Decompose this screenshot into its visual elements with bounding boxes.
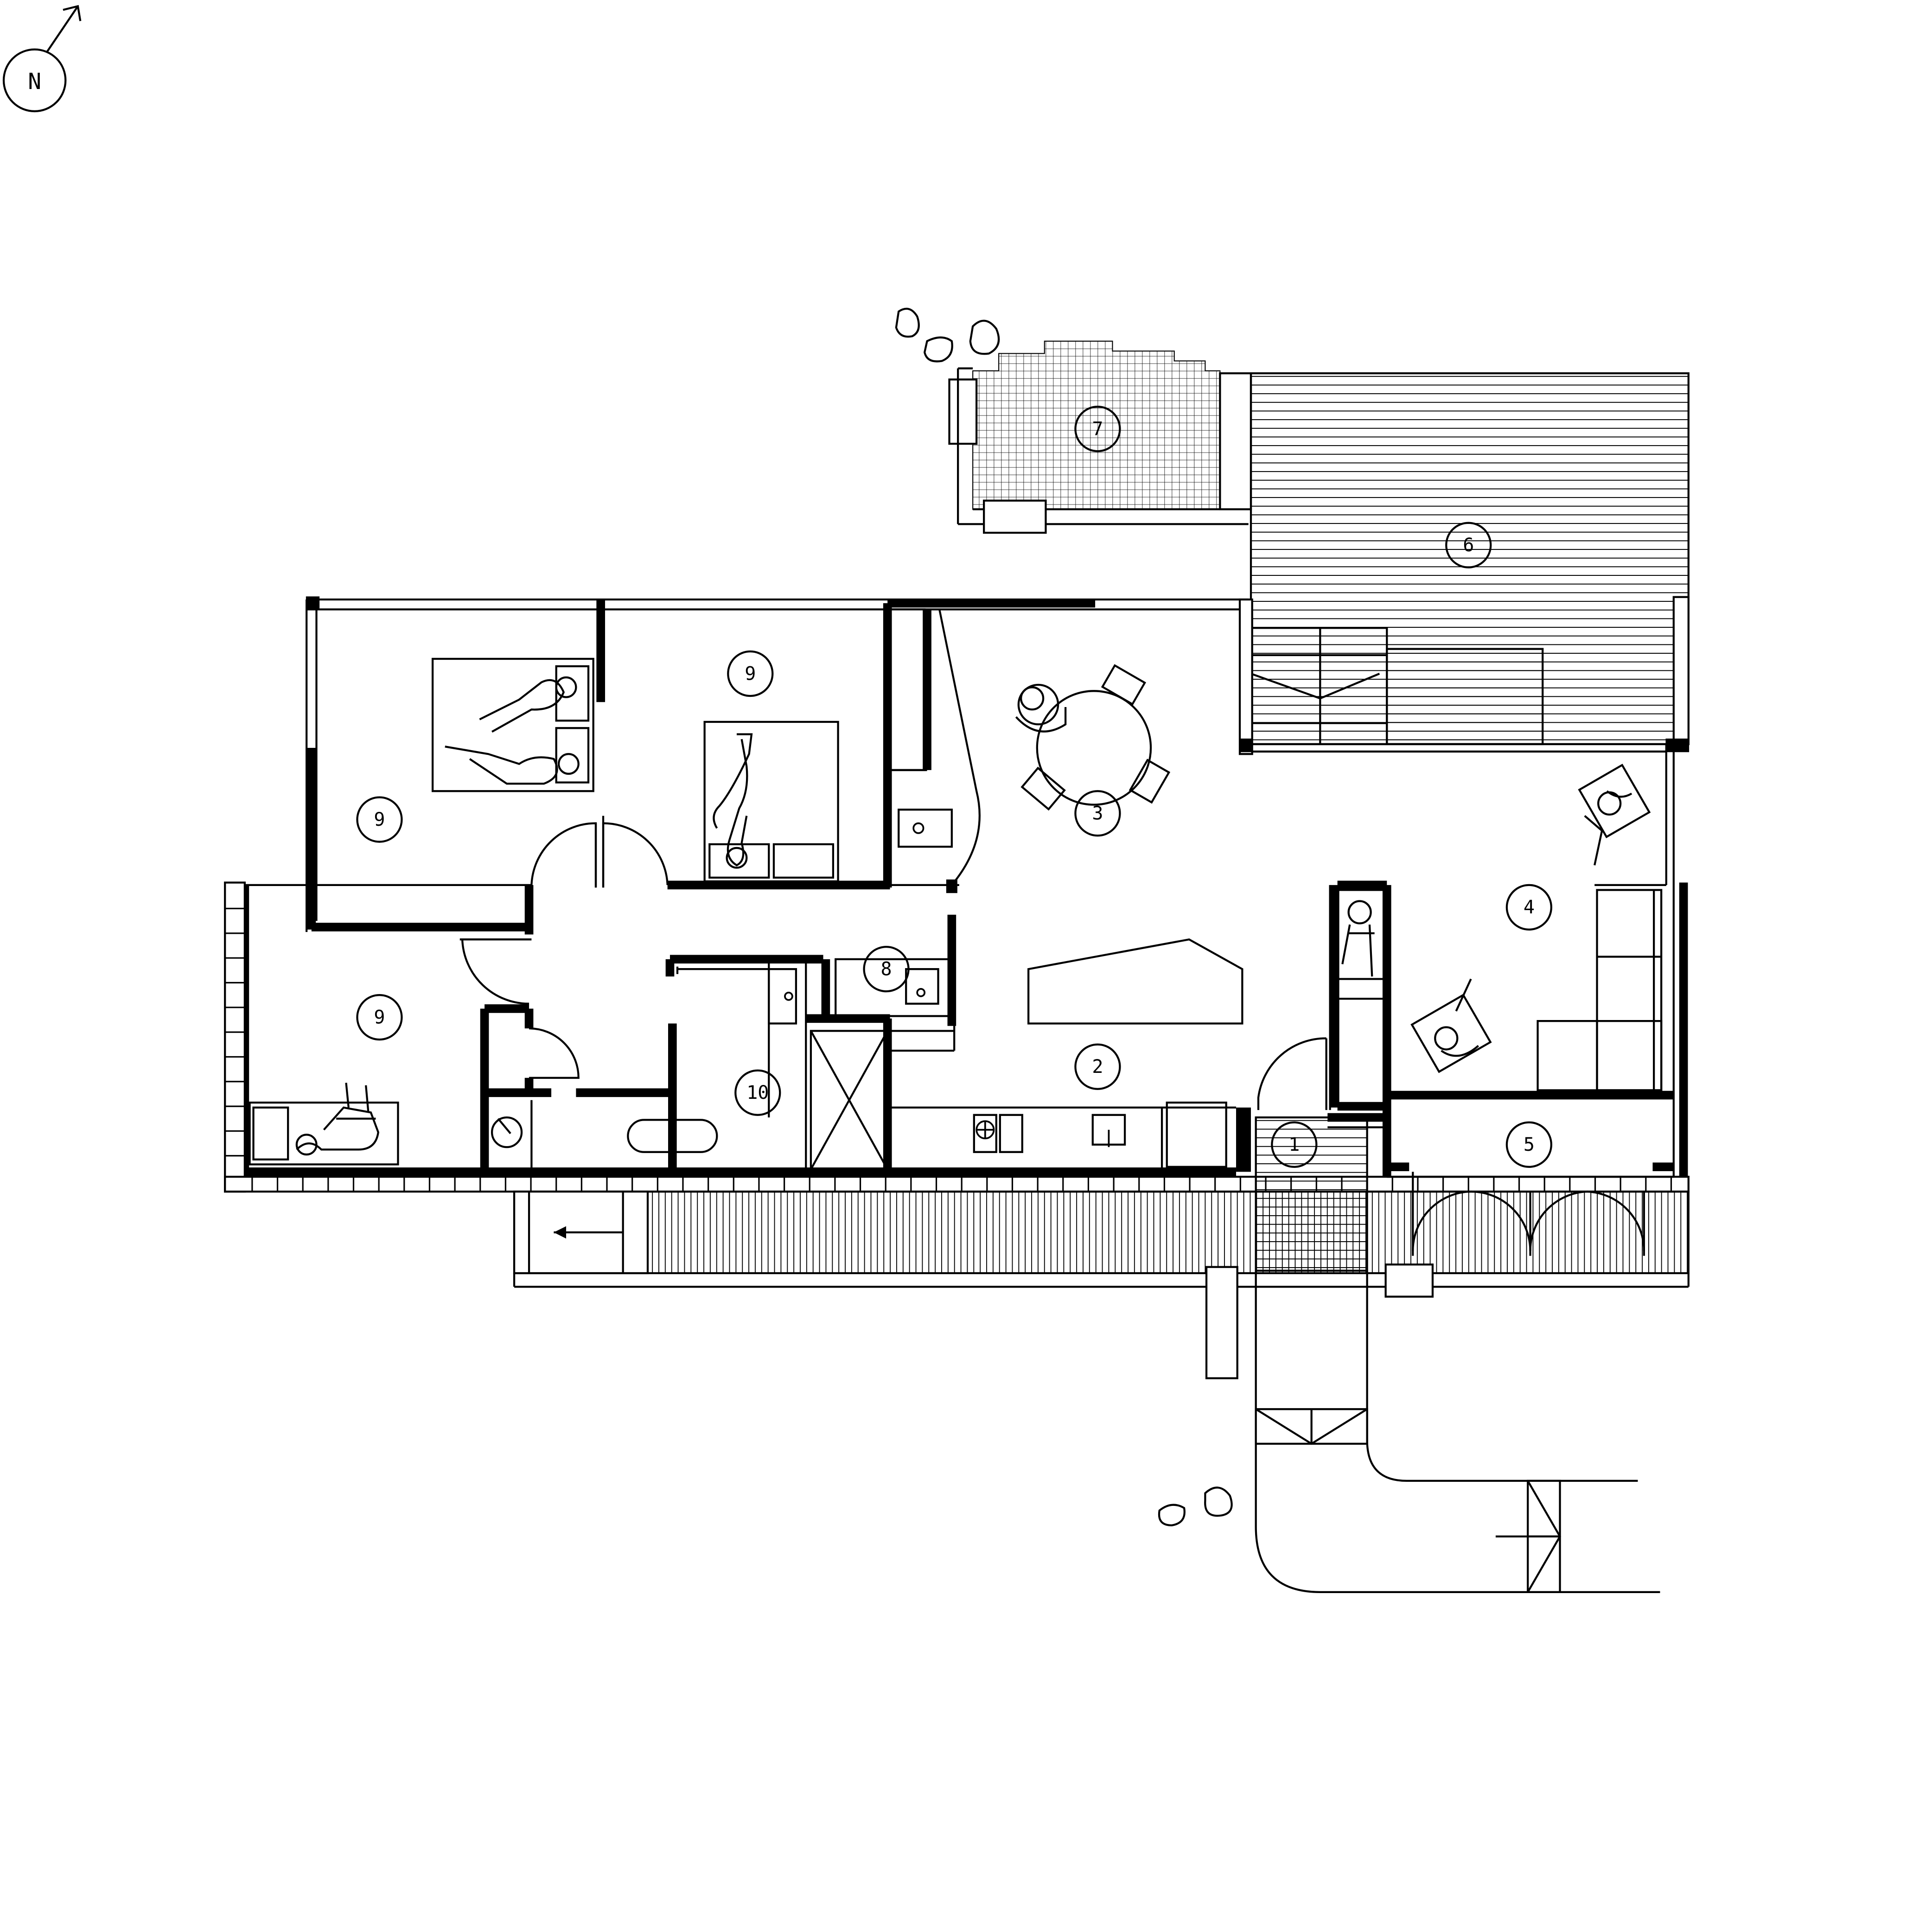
entry-boards <box>1255 1116 1368 1272</box>
deck-seat <box>1386 648 1544 746</box>
room-label-bathroom: 10 <box>746 1082 769 1103</box>
room-label-bedroom-northwest: 9 <box>374 809 385 830</box>
north-arrow: N <box>2 5 82 113</box>
cooktop <box>973 1114 997 1153</box>
double-bed <box>703 721 839 883</box>
north-arrow-label: N <box>28 69 41 95</box>
deck <box>1250 372 1690 746</box>
vanity <box>768 968 797 1025</box>
door-swing <box>530 822 597 888</box>
person-seated-icon <box>1441 978 1479 1057</box>
person-sleeping-icon <box>445 746 558 785</box>
courtyard <box>948 340 1252 534</box>
furniture <box>249 657 1651 1166</box>
kitchen-sink <box>898 809 953 848</box>
entry-path <box>1205 1037 1660 1593</box>
room-label-laundry: 8 <box>881 958 892 980</box>
path-edge <box>1255 1270 1660 1593</box>
room-label-bedroom-north: 9 <box>745 663 756 684</box>
stepping-stone <box>895 307 920 338</box>
deck-edge <box>1219 372 1252 510</box>
armchair <box>1410 994 1492 1073</box>
room-label-living: 4 <box>1524 897 1535 918</box>
door-swing <box>529 1027 580 1079</box>
person-sleeping-icon <box>727 739 748 867</box>
kitchen-island <box>1027 938 1243 1025</box>
laundry-bench <box>835 958 950 1017</box>
sofa <box>1596 889 1663 1091</box>
door-swing <box>461 939 529 1005</box>
path-edge <box>1366 1270 1638 1482</box>
stair-arrow-head-icon <box>554 1226 567 1239</box>
armchair <box>1578 764 1651 838</box>
stepping-stone <box>1204 1486 1233 1517</box>
room-label-courtyard: 7 <box>1092 418 1103 440</box>
window-seat <box>1336 889 1386 980</box>
courtyard-step <box>983 499 1047 534</box>
room-label-deck: 6 <box>1463 535 1474 556</box>
north-arrow-circle <box>2 48 67 113</box>
room-label-room-5: 5 <box>1524 1134 1535 1155</box>
entry-pillar <box>1205 1266 1238 1379</box>
veranda <box>513 1190 1690 1298</box>
person-seated-icon <box>1584 790 1632 866</box>
stepping-stone <box>924 336 953 363</box>
curved-wall <box>938 609 981 886</box>
courtyard-bench <box>948 378 978 445</box>
pillow <box>252 1106 289 1160</box>
person-sleeping-icon <box>479 679 565 733</box>
person-seated-icon <box>1017 683 1059 726</box>
double-bed <box>431 657 594 792</box>
single-bed <box>249 1101 399 1166</box>
north-arrow-head-icon <box>63 5 82 21</box>
stair-direction-icon <box>1255 1408 1368 1445</box>
brick-wall <box>224 881 246 1193</box>
interior-walls <box>459 603 1666 1172</box>
north-arrow-line <box>46 6 79 53</box>
room-label-dining: 3 <box>1092 803 1103 824</box>
person-reading-icon <box>296 1106 379 1151</box>
person-reading-icon <box>1347 900 1372 925</box>
stepping-stone <box>969 319 1000 355</box>
wc-basin <box>491 1116 523 1148</box>
stepping-stones-north <box>895 307 1000 363</box>
dining-chair <box>1129 759 1171 804</box>
pillow <box>772 843 835 879</box>
deck-steps <box>1250 627 1388 746</box>
veranda-boards <box>513 1190 1690 1275</box>
room-label-kitchen: 2 <box>1092 1056 1103 1078</box>
room-labels <box>356 405 1552 1168</box>
stepping-stones-south <box>1158 1486 1233 1527</box>
pillow <box>708 843 770 879</box>
veranda-step <box>1384 1263 1434 1298</box>
front-door <box>1257 1037 1326 1110</box>
dining-chair <box>1101 664 1146 706</box>
room-label-bedroom-west: 9 <box>374 1007 385 1028</box>
stepping-stone <box>1158 1504 1186 1527</box>
stair-direction-icon <box>1250 672 1380 700</box>
pillow <box>555 727 590 784</box>
dining-chair <box>1020 766 1066 811</box>
door-swing <box>602 822 669 888</box>
dining-table <box>1036 690 1152 806</box>
room-label-entry: 1 <box>1288 1134 1300 1155</box>
wardrobe <box>889 608 926 772</box>
fridge <box>1166 1101 1227 1168</box>
pillow <box>555 665 590 722</box>
